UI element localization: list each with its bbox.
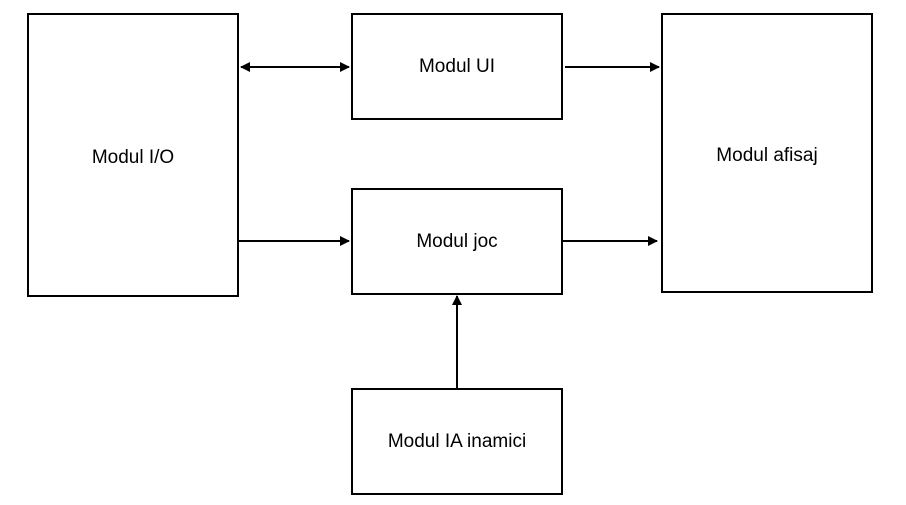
module-io-label: Modul I/O (91, 146, 175, 168)
module-joc-box: Modul joc (351, 188, 563, 295)
module-ia-label: Modul IA inamici (387, 431, 527, 452)
module-afisaj-label: Modul afisaj (716, 144, 818, 166)
module-ia-box: Modul IA inamici (351, 388, 563, 495)
module-ui-label: Modul UI (418, 56, 496, 77)
module-ui-box: Modul UI (351, 13, 563, 120)
module-joc-label: Modul joc (416, 231, 498, 252)
module-afisaj-box: Modul afisaj (661, 13, 873, 293)
module-io-box: Modul I/O (27, 13, 239, 297)
